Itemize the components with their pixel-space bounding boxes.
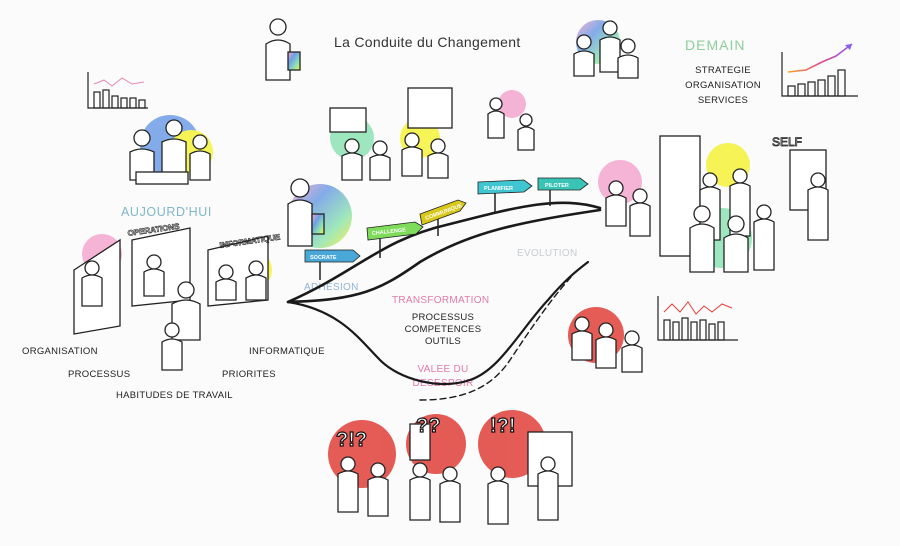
- transformation-item: COMPETENCES: [404, 324, 482, 335]
- door: [409, 423, 431, 461]
- aujourdhui-item-organisation: ORGANISATION: [22, 346, 98, 357]
- demain-item: SERVICES: [697, 95, 749, 106]
- aujourdhui-item-processus: PROCESSUS: [68, 369, 131, 380]
- bubble-text: ?!?: [336, 429, 367, 451]
- demain-item: STRATEGIE: [695, 65, 751, 76]
- person-sketch: [689, 205, 715, 273]
- person-sketch: [409, 462, 431, 521]
- person-sketch: [143, 254, 165, 297]
- signpost-label: PILOTER: [545, 183, 569, 189]
- chart-icon-demain: [781, 43, 858, 97]
- person-sketch: [573, 34, 595, 77]
- aujourdhui-item-informatique: INFORMATIQUE: [249, 346, 325, 357]
- person-sketch: [487, 97, 505, 139]
- change-road: [286, 201, 602, 401]
- person-sketch: [341, 138, 363, 181]
- signpost-label: CHALLENGE: [372, 227, 407, 237]
- bubble-text: !?!: [490, 415, 516, 437]
- person-sketch: [161, 119, 187, 177]
- chart-icon-crise: [657, 296, 738, 341]
- person-sketch: [807, 172, 829, 241]
- person-sketch: [605, 180, 627, 227]
- person-sketch: [369, 140, 391, 181]
- signpost-challenge: CHALLENGE: [366, 221, 424, 258]
- transformation-list: PROCESSUS COMPETENCES OUTILS: [398, 312, 488, 348]
- evolution-label: EVOLUTION: [517, 248, 578, 259]
- person-sketch: [427, 138, 449, 179]
- desk: [135, 171, 189, 185]
- person-sketch: [617, 38, 639, 79]
- person-sketch: [161, 322, 183, 371]
- demain-list: STRATEGIE ORGANISATION SERVICES: [680, 63, 766, 108]
- demain-item: ORGANISATION: [685, 80, 761, 91]
- person-sketch: [245, 260, 267, 301]
- whiteboard: [329, 107, 367, 133]
- person-sketch: [517, 113, 535, 151]
- person-sketch: [81, 260, 103, 307]
- aujourdhui-item-habitudes: HABITUDES DE TRAVAIL: [116, 390, 233, 401]
- person-sketch: [265, 18, 301, 81]
- signpost-label: SOCRATE: [310, 255, 337, 261]
- signpost-planifier: PLANIFIER: [477, 179, 533, 212]
- person-sketch: [401, 132, 423, 177]
- person-sketch: [621, 330, 643, 373]
- person-sketch: [215, 264, 237, 301]
- transformation-item: PROCESSUS: [411, 312, 475, 323]
- person-sketch: [629, 188, 651, 237]
- person-sketch: [439, 466, 461, 523]
- person-sketch: [487, 466, 509, 525]
- person-sketch: [595, 322, 617, 369]
- adhesion-label: ADHESION: [304, 282, 359, 293]
- signpost-label: PLANIFIER: [484, 186, 513, 192]
- person-sketch: [571, 316, 593, 361]
- person-sketch: [723, 215, 749, 273]
- bubble-text: ??: [416, 415, 440, 437]
- question-bubbles: ?!? ?? !?!: [335, 414, 516, 451]
- signpost-piloter: PILOTER: [537, 177, 589, 206]
- person-sketch: [189, 134, 211, 181]
- demain-heading: DEMAIN: [685, 37, 746, 53]
- chart-icon-aujourdhui: [87, 72, 148, 109]
- person-sketch: [171, 281, 201, 341]
- person-sketch: [367, 462, 389, 517]
- window-board: [407, 87, 453, 129]
- self-sign: SELF: [772, 135, 802, 149]
- page-title: La Conduite du Changement: [334, 34, 521, 50]
- sketch-people: SELF: [73, 18, 829, 525]
- person-sketch: [287, 178, 325, 247]
- vallee-line: VALEE DU: [417, 364, 469, 375]
- signpost-socrate: SOCRATE: [304, 249, 361, 280]
- transformation-item: OUTILS: [424, 336, 462, 347]
- transformation-label: TRANSFORMATION: [392, 295, 490, 306]
- person-sketch: [599, 20, 621, 73]
- aujourdhui-item-priorites: PRIORITES: [222, 369, 276, 380]
- person-sketch: [753, 204, 775, 271]
- aujourdhui-heading: AUJOURD'HUI: [121, 205, 212, 219]
- person-sketch: [537, 456, 559, 521]
- person-sketch: [337, 456, 359, 513]
